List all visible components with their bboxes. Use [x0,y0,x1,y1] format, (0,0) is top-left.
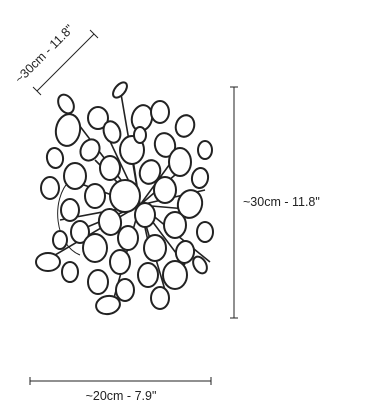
lamp-disc [197,140,213,160]
pendant-lamp-illustration [35,81,214,316]
lamp-disc [153,132,177,158]
lamp-disc [61,261,79,283]
lamp-disc [137,262,159,288]
lamp-disc [87,106,109,130]
lamp-disc [57,93,75,115]
lamp-disc [87,269,109,295]
lamp-wire [57,179,81,256]
lamp-wire [49,204,141,259]
lamp-disc [97,208,123,236]
lamp-disc [35,252,61,272]
lamp-disc [138,159,162,185]
lamp-disc [109,249,131,275]
lamp-disc [54,113,82,147]
lamp-disc [40,176,60,200]
lamp-disc [70,220,90,244]
lamp-disc [150,100,170,124]
depth-dimension-tick-start [32,86,42,96]
lamp-disc [117,225,139,251]
lamp-disc [52,230,68,250]
height-dimension: ~30cm - 11.8" [230,86,320,319]
lamp-disc [115,278,135,302]
lamp-disc [133,126,147,144]
lamp-disc [109,179,141,213]
lamp-disc [143,234,167,262]
width-dimension: ~20cm - 7.9" [29,377,212,403]
lamp-disc [63,162,87,190]
lamp-disc [163,211,187,239]
lamp-disc [162,260,188,290]
lamp-disc [84,183,106,209]
lamp-disc [79,138,101,162]
width-label: ~20cm - 7.9" [86,389,157,403]
lamp-disc [150,286,170,310]
lamp-disc [196,221,214,243]
depth-dimension-line [36,33,95,92]
lamp-disc [112,81,128,99]
lamp-disc [168,147,192,177]
lamp-disc [82,233,108,263]
lamp-disc [174,114,196,138]
lamp-disc [192,255,208,275]
lamp-disc [95,294,121,316]
lamp-disc [190,167,210,189]
lamp-disc [102,120,122,144]
depth-label: ~30cm - 11.8" [12,22,76,86]
lamp-disc [99,155,121,181]
lamp-disc [176,189,204,219]
lamp-disc [153,176,177,204]
lamp-disc [45,147,65,169]
depth-dimension: ~30cm - 11.8" [12,22,99,96]
height-label: ~30cm - 11.8" [243,195,320,209]
depth-dimension-tick-end [89,29,99,39]
lamp-disc [60,198,80,222]
lamp-disc [174,240,196,264]
lamp-disc [134,202,156,228]
